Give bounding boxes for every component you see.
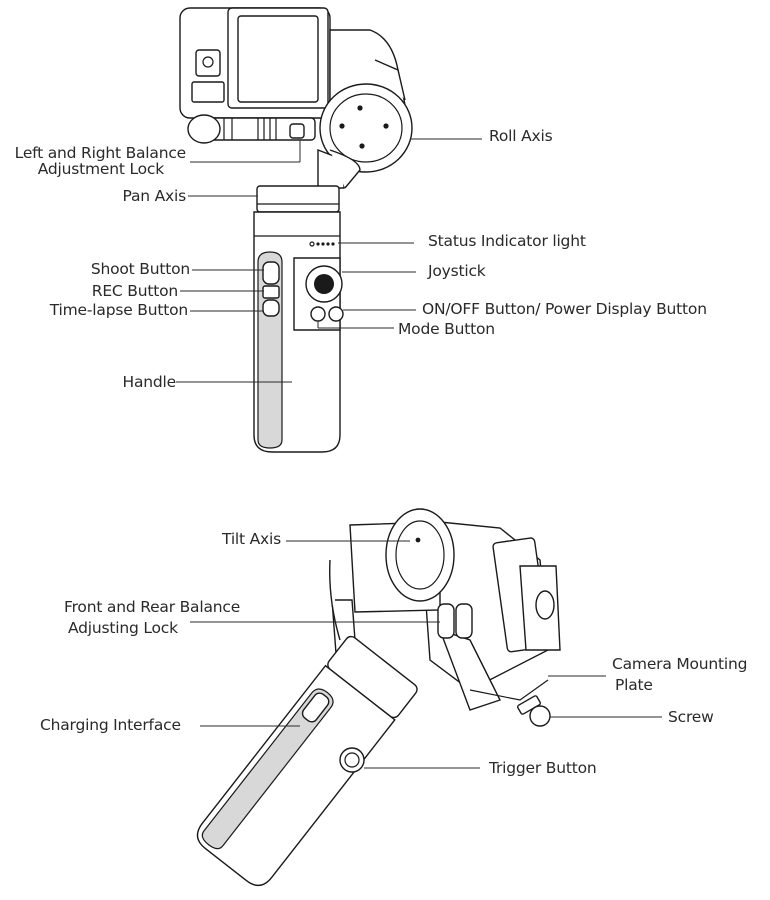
label-camera-plate-line2: Plate: [615, 676, 653, 694]
roll-motor-cap: [329, 93, 403, 163]
leader-lines: [176, 138, 662, 769]
charging-port-shape: [301, 692, 330, 723]
fr-lock-right: [455, 603, 473, 639]
tilt-motor-screw: [415, 537, 421, 543]
pan-arm-curve: [329, 149, 361, 189]
status-light: [321, 242, 325, 246]
handle-shaft: [196, 664, 396, 887]
label-rec-button: REC Button: [91, 282, 178, 300]
label-onoff-button: ON/OFF Button/ Power Display Button: [422, 300, 707, 318]
top-gimbal-drawing: [179, 7, 413, 453]
label-balance-lock-line1: Left and Right Balance: [14, 144, 187, 162]
label-mode-button: Mode Button: [398, 320, 495, 338]
roll-motor-screw: [359, 143, 365, 149]
shoot-button-shape: [262, 261, 280, 285]
camera-side-port: [191, 81, 225, 103]
mount-plate-edge: [469, 679, 549, 701]
angled-handle: [196, 635, 418, 887]
roll-motor-screw: [339, 123, 345, 129]
tilt-motor-cap: [395, 520, 445, 590]
label-tilt-axis: Tilt Axis: [222, 530, 281, 548]
status-indicator-lights: [309, 241, 335, 247]
rec-button-shape: [262, 285, 280, 299]
label-joystick: Joystick: [428, 262, 486, 280]
label-shoot-button: Shoot Button: [90, 260, 190, 278]
bottom-gimbal-drawing: [196, 508, 561, 887]
mode-button-shape: [310, 306, 326, 322]
balance-knob: [187, 114, 221, 144]
label-camera-plate-line1: Camera Mounting: [612, 655, 748, 673]
screw-head: [529, 705, 551, 727]
label-roll-axis: Roll Axis: [489, 127, 553, 145]
handle-grip-texture: [201, 688, 334, 850]
label-status-indicator: Status Indicator light: [428, 232, 586, 250]
camera-lens-side: [535, 590, 555, 620]
onoff-button-shape: [328, 306, 344, 322]
timelapse-button-shape: [262, 299, 280, 317]
label-pan-axis: Pan Axis: [122, 187, 187, 205]
pan-axis-collar: [256, 185, 340, 213]
label-balance-lock-line2: Adjustment Lock: [37, 160, 164, 178]
status-light: [331, 242, 335, 246]
roll-motor: [319, 83, 413, 173]
camera-screen: [237, 15, 319, 103]
label-handle: Handle: [122, 373, 177, 391]
status-light: [326, 242, 330, 246]
lower-arm-curve: [329, 559, 341, 641]
label-timelapse-button: Time-lapse Button: [49, 301, 188, 319]
balance-rod-ridges: [223, 118, 277, 140]
roll-arm-detail: [374, 59, 406, 101]
label-fr-balance-line2: Adjusting Lock: [68, 619, 178, 637]
camera-power-button: [195, 49, 221, 77]
fr-lock-left: [437, 603, 455, 639]
status-light: [316, 242, 320, 246]
roll-motor-screw: [357, 105, 363, 111]
roll-motor-screw: [383, 123, 389, 129]
label-fr-balance-line1: Front and Rear Balance: [64, 598, 241, 616]
label-charging-interface: Charging Interface: [40, 716, 181, 734]
joystick-knob: [314, 274, 334, 294]
camera-power-icon: [202, 56, 214, 68]
label-trigger-button: Trigger Button: [489, 759, 597, 777]
screw-shaft: [517, 695, 541, 715]
trigger-button-ring: [344, 752, 360, 768]
status-light: [309, 241, 315, 247]
balance-lock-switch: [289, 123, 305, 139]
trigger-button-shape: [339, 747, 365, 773]
label-screw: Screw: [668, 708, 714, 726]
